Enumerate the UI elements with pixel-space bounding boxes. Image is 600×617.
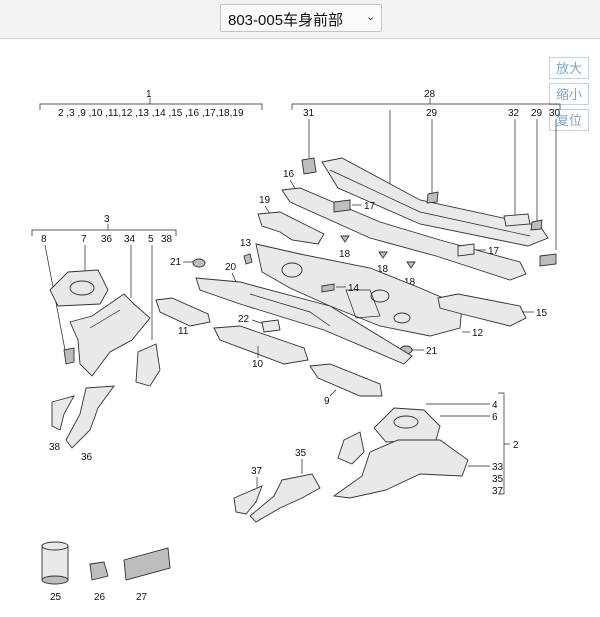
callout-2: 2 — [513, 440, 519, 451]
part-17b-pad[interactable] — [457, 243, 475, 257]
callout-13: 13 — [240, 238, 252, 249]
zoom-reset-button[interactable]: 复位 — [549, 109, 589, 131]
callout-21a: 21 — [170, 257, 182, 268]
diagram-selector-label: 803-005车身前部 — [228, 12, 344, 29]
part-31-bracket[interactable] — [301, 157, 317, 175]
part-36-member[interactable] — [65, 385, 115, 449]
part-33-wheelhouse[interactable] — [332, 439, 469, 499]
callout-15: 15 — [536, 308, 548, 319]
callout-6: 6 — [492, 412, 498, 423]
callout-32: 32 — [508, 108, 520, 119]
part-5-bracket[interactable] — [135, 343, 161, 387]
part-21-nut-a[interactable] — [192, 258, 206, 268]
callout-1: 1 — [146, 89, 152, 100]
group-bracket-3: 3 — [31, 214, 177, 236]
callout-18a: 18 — [339, 249, 351, 260]
zoom-in-button[interactable]: 放大 — [549, 57, 589, 79]
part-9-bracket[interactable] — [309, 363, 383, 397]
callout-20: 20 — [225, 262, 237, 273]
part-32-bracket[interactable] — [503, 213, 531, 227]
group-bracket-28: 28 — [291, 89, 561, 110]
part-4-bracket[interactable] — [337, 431, 365, 465]
callout-27: 27 — [136, 592, 148, 603]
callout-35b: 35 — [295, 448, 307, 459]
callout-33: 33 — [492, 462, 504, 473]
part-22-cap[interactable] — [261, 319, 281, 333]
callout-36: 36 — [101, 234, 113, 245]
callout-21b: 21 — [426, 346, 438, 357]
part-18-clip-a[interactable] — [340, 235, 350, 243]
part-8-bracket[interactable] — [63, 347, 75, 365]
callout-19: 19 — [259, 195, 271, 206]
part-17-pad[interactable] — [333, 199, 351, 213]
callout-4: 4 — [492, 400, 498, 411]
part-25-sealant-can[interactable] — [41, 545, 69, 581]
callout-14: 14 — [348, 283, 360, 294]
callout-37: 37 — [492, 486, 504, 497]
part-27-pad[interactable] — [123, 547, 171, 581]
group-bracket-2: 2 — [498, 392, 519, 495]
part-18-clip-b[interactable] — [378, 251, 388, 259]
toolbar: 803-005车身前部 ⌄ — [0, 0, 600, 39]
callout-35: 35 — [492, 474, 504, 485]
part-14-bolt[interactable] — [321, 283, 335, 293]
callout-3: 3 — [104, 214, 110, 225]
part-15-rail[interactable] — [437, 293, 527, 327]
zoom-out-button[interactable]: 缩小 — [549, 83, 589, 105]
callout-28: 28 — [424, 89, 436, 100]
callout-38b: 38 — [49, 442, 61, 453]
part-26-grommet[interactable] — [89, 561, 109, 581]
callout-9: 9 — [324, 396, 330, 407]
callout-8: 8 — [41, 234, 47, 245]
callout-17: 17 — [364, 201, 376, 212]
callout-7: 7 — [81, 234, 87, 245]
part-18-clip-c[interactable] — [406, 261, 416, 269]
group-bracket-1: 1 2 ,3 ,9 ,10 ,11,12 ,13 ,14 ,15 ,16 ,17… — [39, 89, 263, 119]
callout-38: 38 — [161, 234, 173, 245]
part-37-plate[interactable] — [233, 485, 263, 515]
part-19-bracket[interactable] — [257, 211, 325, 245]
part-10-crossbar[interactable] — [213, 325, 309, 365]
part-38-plate[interactable] — [51, 395, 75, 431]
callout-34: 34 — [124, 234, 136, 245]
callout-5: 5 — [148, 234, 154, 245]
callout-30: 30 — [549, 108, 561, 119]
callout-group1-list: 2 ,3 ,9 ,10 ,11,12 ,13 ,14 ,15 ,16 ,17,1… — [58, 108, 244, 119]
parts-diagram: 1 2 ,3 ,9 ,10 ,11,12 ,13 ,14 ,15 ,16 ,17… — [31, 89, 561, 603]
part-29b-clip[interactable] — [530, 219, 543, 231]
callout-31: 31 — [303, 108, 315, 119]
callout-16: 16 — [283, 169, 295, 180]
part-upper-crossmember[interactable] — [321, 157, 549, 247]
callout-11: 11 — [178, 326, 189, 337]
part-34-wheelhouse[interactable] — [69, 293, 151, 377]
part-30-pad[interactable] — [539, 253, 557, 267]
callout-37b: 37 — [251, 466, 263, 477]
callout-25: 25 — [50, 592, 62, 603]
callout-26: 26 — [94, 592, 106, 603]
callout-36b: 36 — [81, 452, 93, 463]
callout-18c: 18 — [404, 277, 416, 288]
callout-22: 22 — [238, 314, 250, 325]
callout-10: 10 — [252, 359, 264, 370]
chevron-down-icon: ⌄ — [366, 11, 376, 23]
callout-18b: 18 — [377, 264, 389, 275]
callout-29: 29 — [426, 108, 438, 119]
callout-17b: 17 — [488, 246, 500, 257]
callout-29b: 29 — [531, 108, 543, 119]
part-29-clip[interactable] — [426, 191, 439, 204]
part-35-member[interactable] — [249, 473, 321, 523]
callout-12: 12 — [472, 328, 484, 339]
diagram-selector[interactable]: 803-005车身前部 ⌄ — [220, 4, 382, 32]
part-13-bolt[interactable] — [243, 253, 253, 265]
part-11-bracket[interactable] — [155, 297, 211, 327]
part-20-plenum[interactable] — [195, 277, 413, 365]
